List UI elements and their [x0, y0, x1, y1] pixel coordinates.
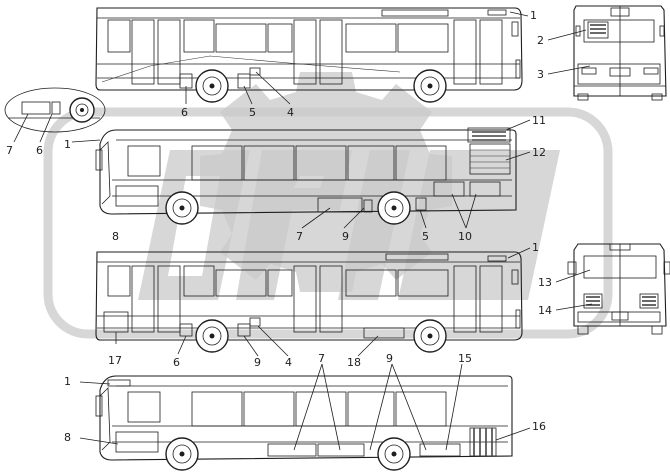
callouts: 1 2 3 4 5 6 7 6 1 11 12 8 7 9 5 10 1 13 … — [6, 9, 552, 444]
callout-16: 16 — [532, 420, 546, 433]
callout-7-mid: 7 — [296, 230, 303, 243]
callout-1-mid: 1 — [532, 241, 539, 254]
callout-8-mid: 8 — [112, 230, 119, 243]
watermark-logo — [43, 72, 613, 339]
callout-14: 14 — [538, 304, 552, 317]
callout-3: 3 — [537, 68, 544, 81]
callout-4-top: 4 — [287, 106, 294, 119]
watermark-stripe — [398, 150, 560, 300]
bus-side-view-2 — [95, 127, 517, 225]
callout-7-bottom: 7 — [318, 352, 325, 365]
callout-6-detail: 6 — [36, 144, 43, 157]
watermark-letter-o — [138, 150, 250, 300]
callout-8-bottom: 8 — [64, 431, 71, 444]
callout-17: 17 — [108, 354, 122, 367]
callout-4-lower: 4 — [285, 356, 292, 369]
bus-side-view-1 — [95, 7, 523, 103]
callout-7-detail: 7 — [6, 144, 13, 157]
callout-6-top: 6 — [181, 106, 188, 119]
callout-9-bottom: 9 — [386, 352, 393, 365]
callout-15: 15 — [458, 352, 472, 365]
callout-12: 12 — [532, 146, 546, 159]
callout-1-top: 1 — [530, 9, 537, 22]
callout-9-mid: 9 — [342, 230, 349, 243]
bus-rear-view-2 — [567, 243, 670, 335]
callout-1-detail: 1 — [64, 138, 71, 151]
watermark-frame — [43, 107, 613, 339]
callout-5-mid: 5 — [422, 230, 429, 243]
bus-side-view-3 — [95, 251, 523, 353]
watermark-letter-p — [236, 150, 352, 300]
watermark-letter-i — [338, 150, 410, 300]
callout-2: 2 — [537, 34, 544, 47]
bus-rear-view-1 — [573, 5, 667, 101]
callout-11: 11 — [532, 114, 546, 127]
callout-5-top: 5 — [249, 106, 256, 119]
callout-18: 18 — [347, 356, 361, 369]
callout-13: 13 — [538, 276, 552, 289]
rear-end-detail — [4, 87, 106, 133]
leader-lines — [13, 11, 593, 451]
callout-9-lower: 9 — [254, 356, 261, 369]
callout-6-lower: 6 — [173, 356, 180, 369]
bus-side-view-4 — [95, 375, 513, 471]
callout-10: 10 — [458, 230, 472, 243]
callout-1-bottom: 1 — [64, 375, 71, 388]
